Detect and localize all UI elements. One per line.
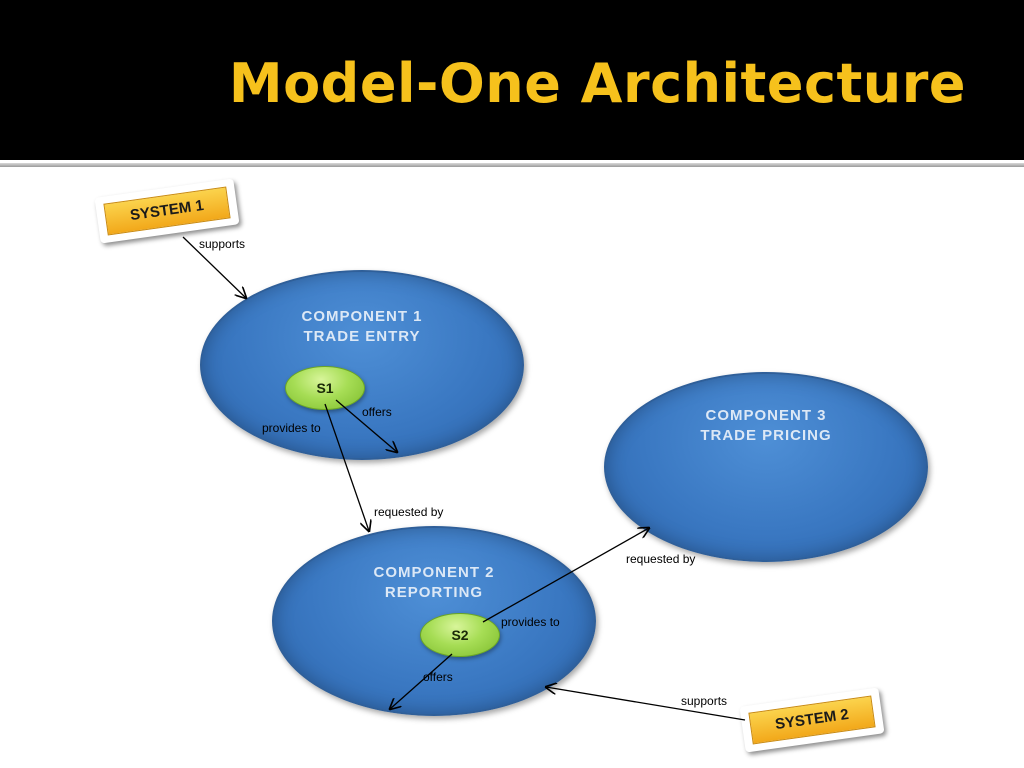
edge-s2-provides-to-component3 — [482, 528, 649, 623]
edge-s1-provides-to-component2 — [324, 403, 369, 531]
label-s1-offers: offers — [362, 405, 392, 419]
component-1-name: COMPONENT 1 — [301, 308, 423, 325]
component-3-name: COMPONENT 3 — [705, 407, 827, 424]
service-s1: S1 — [285, 366, 365, 410]
component-1-title: TRADE ENTRY — [303, 328, 421, 345]
label-system2-supports: supports — [681, 694, 728, 708]
component-1-ellipse: COMPONENT 1 TRADE ENTRY — [200, 270, 524, 460]
edge-s2-offers — [390, 653, 453, 709]
component-3-ellipse: COMPONENT 3 TRADE PRICING — [604, 372, 928, 562]
title-divider — [0, 163, 1024, 167]
label-s2-provides-to: provides to — [501, 615, 560, 629]
label-system1-supports: supports — [199, 237, 246, 251]
component-2-title: REPORTING — [384, 584, 484, 601]
component-3-title: TRADE PRICING — [700, 427, 832, 444]
label-component2-requested-by: requested by — [374, 505, 444, 519]
label-component3-requested-by: requested by — [626, 552, 696, 566]
edge-system2-supports-component2 — [546, 687, 746, 721]
edge-s1-offers — [335, 399, 397, 452]
label-s2-offers: offers — [423, 670, 453, 684]
slide-title: Model-One Architecture — [228, 52, 966, 115]
component-2-name: COMPONENT 2 — [373, 564, 495, 581]
edge-system1-supports-component1 — [182, 236, 246, 298]
label-s1-provides-to: provides to — [262, 421, 321, 435]
title-bar: Model-One Architecture — [0, 0, 1024, 160]
